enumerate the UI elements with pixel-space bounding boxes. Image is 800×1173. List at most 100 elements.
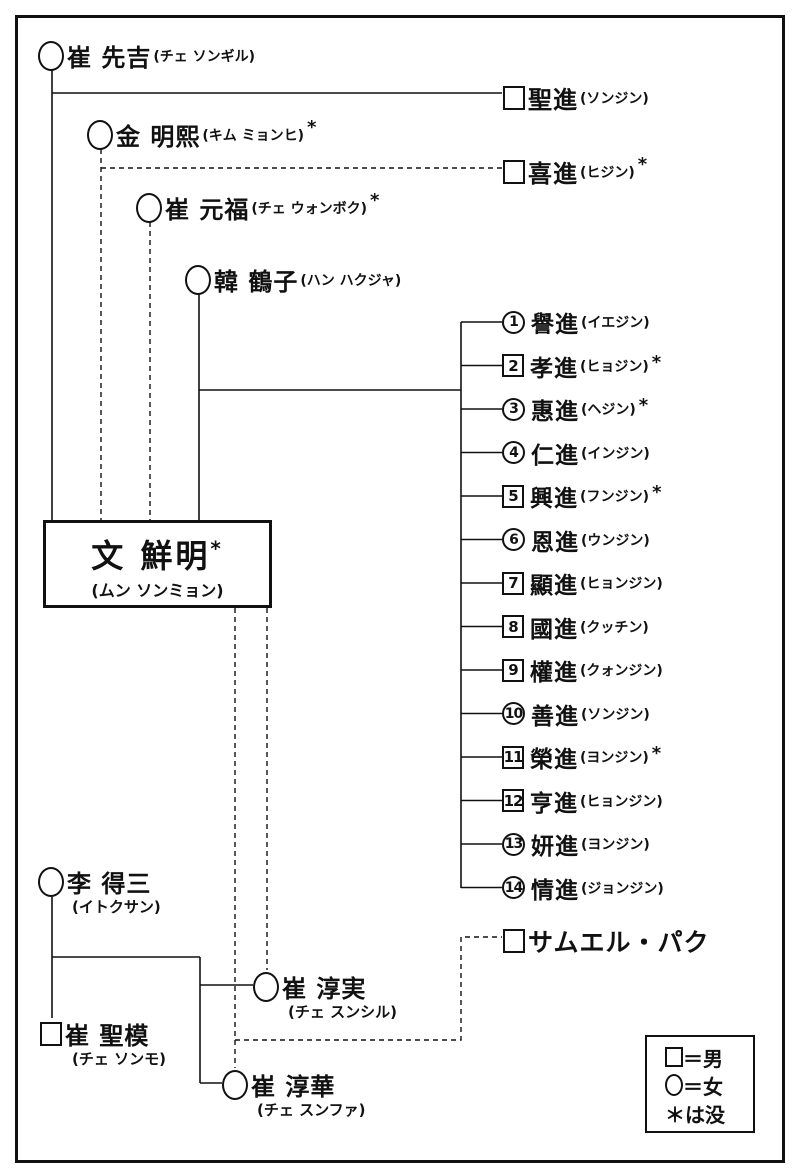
child-item: 4 仁進(インジン) [502, 439, 650, 469]
deceased-mark: * [652, 482, 662, 503]
person-choi-sunsil: 崔 淳実 [253, 969, 366, 1004]
child-reading: (ヨンジン) [580, 750, 649, 766]
female-icon [87, 119, 113, 150]
child-name: 情進 [531, 877, 579, 904]
person-moon-sunmyung: 文 鮮明* (ムン ソンミョン) [43, 520, 272, 608]
female-icon [222, 1069, 248, 1100]
person-choi-seongmo: 崔 聖模 [40, 1016, 149, 1051]
female-number-icon: 3 [502, 397, 525, 421]
child-reading: (フンジン) [580, 489, 650, 505]
person-seongjin: 聖進 (ソンジン) [503, 80, 649, 115]
child-name: 榮進 [530, 747, 578, 773]
female-icon [136, 192, 162, 223]
deceased-mark: * [638, 395, 649, 416]
male-icon [503, 159, 525, 184]
person-han-hakja: 韓 鶴子 (ハン ハクジャ) [185, 262, 401, 297]
child-reading: (クォンジン) [580, 663, 663, 679]
male-icon [503, 929, 525, 953]
child-reading: (ジョンジン) [581, 880, 664, 897]
child-name: 惠進 [531, 399, 579, 425]
child-reading: (ヒョジン) [580, 358, 649, 375]
deceased-mark: * [637, 154, 648, 175]
female-number-icon: 10 [502, 702, 525, 725]
reading-lee: (イトクサン) [72, 898, 161, 916]
child-reading: (クッチン) [580, 619, 649, 636]
child-name: 國進 [530, 616, 578, 643]
child-name: 譽進 [531, 312, 579, 338]
child-name: 妍進 [531, 834, 579, 860]
female-number-icon: 14 [502, 876, 525, 899]
child-reading: (ヒョンジン) [580, 576, 663, 592]
female-icon [38, 866, 64, 897]
child-item: 14 情進(ジョンジン) [502, 874, 664, 904]
child-reading: (ウンジン) [581, 532, 650, 549]
deceased-mark: * [370, 190, 380, 211]
reading-choi-sunsil: (チェ スンシル) [288, 1003, 397, 1021]
male-icon [503, 85, 525, 110]
legend-female: ＝女 [665, 1071, 753, 1099]
deceased-mark: * [651, 743, 662, 764]
male-number-icon: 12 [502, 789, 524, 812]
male-number-icon: 9 [502, 658, 524, 682]
child-name: 恩進 [531, 529, 579, 556]
person-choi-sunhwa: 崔 淳華 [222, 1067, 335, 1102]
legend-deceased: ＊は没 [665, 1102, 725, 1127]
child-item: 8 國進(クッチン) [502, 613, 649, 643]
child-name: 亨進 [530, 790, 578, 817]
child-reading: (ヨンジン) [581, 837, 650, 853]
male-number-icon: 5 [502, 484, 524, 508]
deceased-mark: * [651, 351, 662, 373]
legend-male: ＝男 [665, 1043, 753, 1071]
child-reading: (ヒョンジン) [580, 793, 663, 810]
person-heejin: 喜進 (ヒジン) * [503, 154, 647, 189]
child-item: 10 善進(ソンジン) [502, 700, 650, 730]
male-number-icon: 8 [502, 615, 524, 638]
male-number-icon: 7 [502, 571, 524, 595]
male-number-icon: 11 [502, 745, 524, 769]
deceased-mark: * [307, 117, 317, 138]
dash-to-samuel [235, 936, 502, 1041]
female-icon [665, 1074, 683, 1096]
child-reading: (インジン) [581, 445, 650, 462]
child-name: 興進 [530, 486, 578, 512]
child-item: 6 恩進(ウンジン) [502, 526, 650, 556]
female-icon [38, 40, 64, 71]
male-icon [40, 1021, 62, 1046]
person-lee-deuksam: 李 得三 [38, 864, 151, 899]
child-name: 善進 [531, 703, 579, 730]
male-icon [665, 1047, 683, 1067]
center-reading: (ムン ソンミョン) [91, 581, 224, 600]
female-number-icon: 4 [502, 441, 525, 464]
child-reading: (ソンジン) [581, 706, 650, 723]
child-reading: (ヘジン) [581, 402, 636, 418]
child-name: 仁進 [531, 442, 579, 469]
female-number-icon: 13 [502, 832, 525, 856]
person-samuel-park: サムエル・パク [503, 923, 710, 959]
reading-choi-sunhwa: (チェ スンファ) [257, 1101, 366, 1119]
female-number-icon: 6 [502, 528, 525, 551]
child-item: 2 孝進(ヒョジン)* [502, 351, 662, 382]
person-kim-myunghee: 金 明熙 (キム ミョンヒ) * [87, 117, 316, 152]
person-choi-seonkil: 崔 先吉 (チェ ソンギル) [38, 38, 255, 73]
legend: ＝男 ＝女 ＊は没 [645, 1035, 755, 1133]
female-icon [253, 971, 279, 1002]
child-name: 顯進 [530, 573, 578, 599]
child-name: 權進 [530, 660, 578, 686]
diagram-frame [15, 15, 785, 1163]
female-icon [185, 264, 211, 295]
child-name: 孝進 [530, 355, 578, 382]
center-name: 文 鮮明 [91, 537, 211, 575]
child-reading: (イエジン) [581, 315, 650, 331]
female-number-icon: 1 [502, 310, 525, 334]
deceased-mark: * [210, 536, 224, 561]
male-number-icon: 2 [502, 354, 524, 377]
reading-choi-seongmo: (チェ ソンモ) [72, 1050, 166, 1068]
